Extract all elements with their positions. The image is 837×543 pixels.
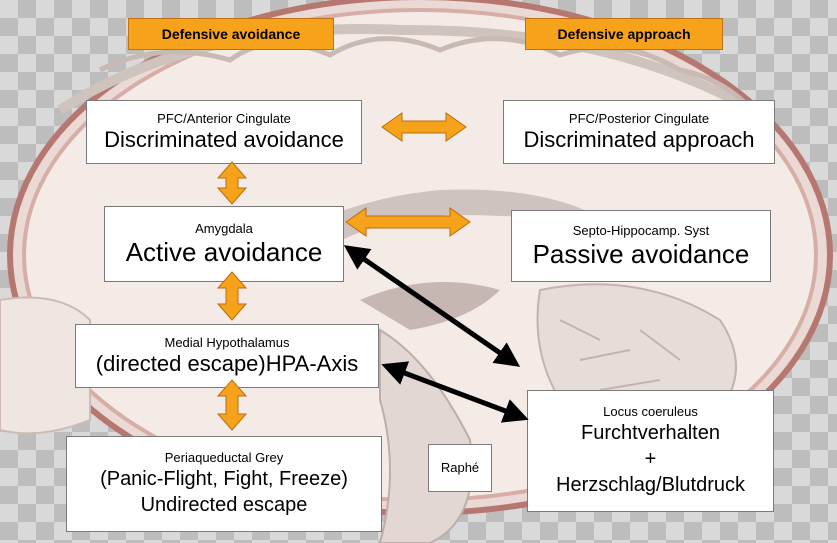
box-pfc-anterior-function: Discriminated avoidance [104, 127, 344, 152]
box-locus-line-2: + [644, 448, 657, 470]
box-septo-function: Passive avoidance [532, 239, 750, 269]
box-septo-hippocampal-system: Septo-Hippocamp. Syst Passive avoidance [511, 210, 771, 282]
box-locus-region: Locus coeruleus [603, 404, 698, 419]
box-pfc-posterior-region: PFC/Posterior Cingulate [568, 111, 710, 126]
box-raphe: Raphé [428, 444, 492, 492]
box-hypothalamus-region: Medial Hypothalamus [164, 335, 290, 350]
box-amygdala-function: Active avoidance [125, 237, 323, 267]
box-amygdala: Amygdala Active avoidance [104, 206, 344, 282]
box-pfc-posterior-cingulate: PFC/Posterior Cingulate Discriminated ap… [503, 100, 775, 164]
header-defensive-approach: Defensive approach [525, 18, 723, 50]
box-locus-line-1: Furchtverhalten [581, 422, 720, 444]
header-defensive-avoidance-label: Defensive avoidance [161, 26, 301, 42]
box-raphe-label: Raphé [440, 460, 480, 475]
box-pfc-posterior-function: Discriminated approach [523, 127, 755, 152]
box-hypothalamus-function: (directed escape)HPA-Axis [95, 351, 359, 376]
box-pfc-anterior-cingulate: PFC/Anterior Cingulate Discriminated avo… [86, 100, 362, 164]
header-defensive-avoidance: Defensive avoidance [128, 18, 334, 50]
box-amygdala-region: Amygdala [195, 221, 253, 236]
box-pag-region: Periaqueductal Grey [164, 450, 284, 465]
box-locus-coeruleus: Locus coeruleus Furchtverhalten + Herzsc… [527, 390, 774, 512]
box-periaqueductal-grey: Periaqueductal Grey (Panic-Flight, Fight… [66, 436, 382, 532]
box-septo-region: Septo-Hippocamp. Syst [572, 223, 710, 238]
box-locus-line-3: Herzschlag/Blutdruck [556, 474, 745, 496]
header-defensive-approach-label: Defensive approach [557, 26, 691, 42]
box-pfc-anterior-region: PFC/Anterior Cingulate [157, 111, 291, 126]
box-medial-hypothalamus: Medial Hypothalamus (directed escape)HPA… [75, 324, 379, 388]
box-pag-line-1: (Panic-Flight, Fight, Freeze) [100, 468, 348, 490]
box-pag-line-2: Undirected escape [140, 494, 308, 516]
